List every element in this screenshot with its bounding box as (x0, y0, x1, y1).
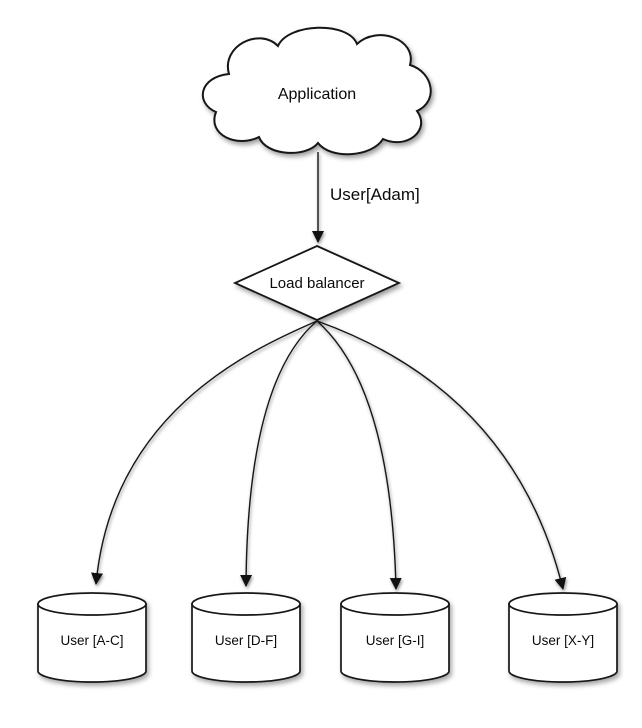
shard-arrow-2 (240, 320, 318, 587)
cylinder-top (37, 592, 147, 616)
cylinder-body (37, 603, 147, 683)
load-balancer-node: Load balancer (232, 245, 402, 321)
shard-label: User [A-C] (60, 633, 123, 648)
cylinder-top (191, 592, 301, 616)
shard-db-2: User [D-F] (191, 592, 301, 683)
shard-db-3: User [G-I] (340, 592, 450, 683)
shard-label: User [X-Y] (532, 633, 594, 648)
shard-arrow-3 (316, 320, 402, 590)
load-balancer-diamond (232, 245, 402, 321)
load-balancer-label: Load balancer (269, 275, 364, 292)
shard-label: User [D-F] (215, 633, 277, 648)
request-arrow-label: User[Adam] (330, 185, 420, 204)
shard-arrow-4 (316, 320, 567, 590)
application-label: Application (278, 86, 356, 103)
cloud-shape (201, 26, 432, 156)
shard-db-4: User [X-Y] (508, 592, 618, 683)
cylinder-top (340, 592, 450, 616)
shard-label: User [G-I] (366, 633, 425, 648)
cylinder-body (508, 603, 618, 683)
shard-arrow-1 (91, 320, 318, 585)
cylinder-body (191, 603, 301, 683)
application-cloud-node: Application (201, 26, 432, 156)
cylinder-body (340, 603, 450, 683)
cylinder-top (508, 592, 618, 616)
shard-db-1: User [A-C] (37, 592, 147, 683)
